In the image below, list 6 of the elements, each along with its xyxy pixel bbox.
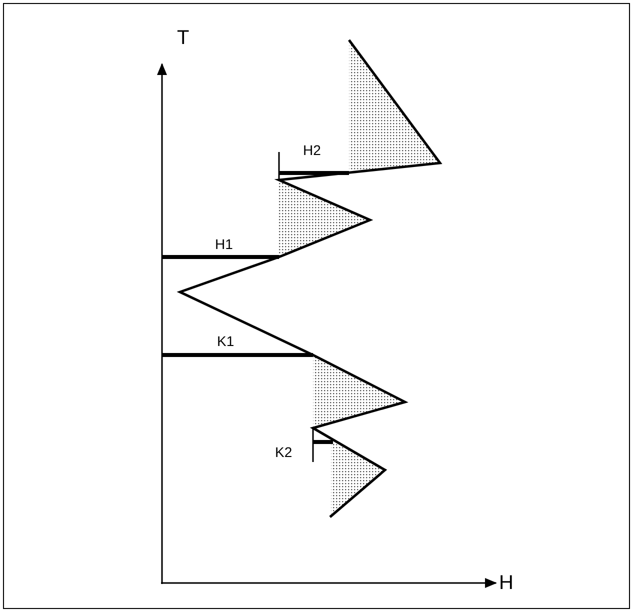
curve-label: K1 <box>217 334 234 348</box>
axis-label: T <box>177 28 190 48</box>
curve-label: K2 <box>275 445 292 459</box>
axis-label: H <box>499 573 514 593</box>
curve-label: H2 <box>303 143 321 157</box>
curve-label: H1 <box>215 237 233 251</box>
